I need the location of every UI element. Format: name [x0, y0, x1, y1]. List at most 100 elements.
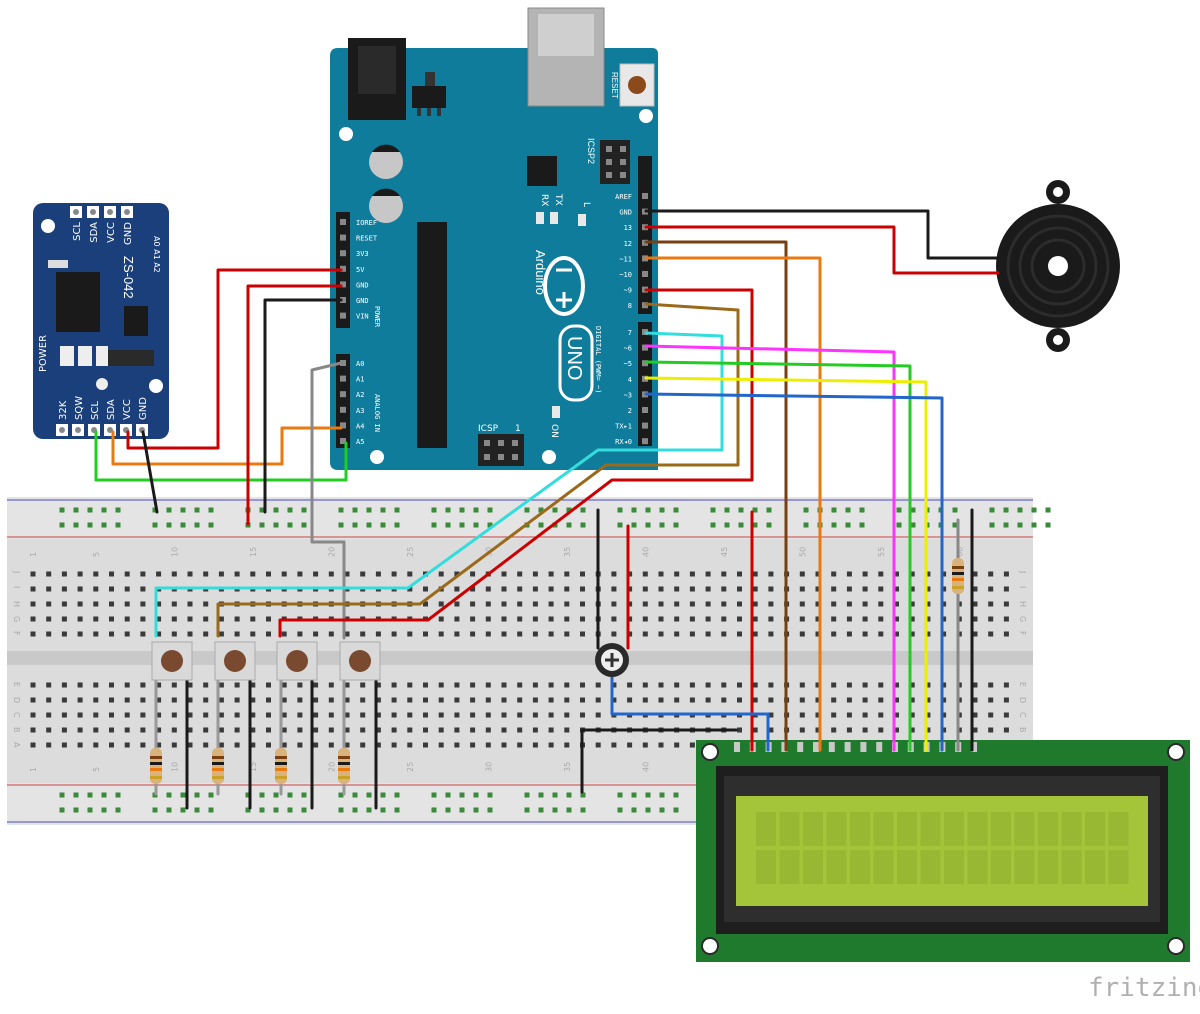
rail-hole [245, 807, 251, 813]
mounting-hole [370, 450, 384, 464]
breadboard-hole [391, 712, 397, 718]
breadboard-hole [925, 631, 931, 637]
breadboard-hole [721, 586, 727, 592]
rail-hole [538, 792, 544, 798]
breadboard-hole [297, 742, 303, 748]
breadboard-hole [344, 631, 350, 637]
breadboard-hole [423, 742, 428, 748]
rail-hole [645, 507, 651, 513]
rail-hole [301, 522, 307, 528]
breadboard-hole [862, 616, 868, 622]
capacitor-mark [372, 188, 400, 196]
rail-hole [1017, 507, 1023, 513]
breadboard-hole [517, 697, 523, 703]
breadboard-hole [438, 616, 444, 622]
breadboard-hole [266, 697, 271, 703]
rail-hole [101, 522, 107, 528]
rail-hole [617, 522, 623, 528]
rail-hole [287, 792, 293, 798]
rail-hole [552, 507, 558, 513]
wire-a0-gray [310, 361, 346, 640]
breadboard-hole [61, 712, 67, 718]
breadboard-hole [391, 742, 397, 748]
rail-hole [380, 507, 386, 513]
rail-hole [487, 522, 493, 528]
buzzer-ring [1030, 238, 1086, 294]
breadboard-hole [846, 697, 852, 703]
lcd-cell [1108, 812, 1129, 846]
header-pin [642, 407, 648, 413]
breadboard-hole [548, 631, 554, 637]
breadboard-hole [187, 571, 193, 577]
breadboard-hole [941, 727, 947, 733]
column-number-bottom: 1 [29, 767, 38, 772]
breadboard-parts [150, 558, 964, 784]
breadboard-hole [156, 682, 162, 688]
breadboard-hole [894, 631, 899, 637]
rail-hole [738, 507, 744, 513]
wire-d3-blue [644, 392, 944, 752]
rail-hole [366, 792, 372, 798]
rail-hole [366, 522, 372, 528]
wire-d8-tan [216, 302, 740, 638]
breadboard-hole [627, 697, 633, 703]
breadboard-hole [454, 742, 460, 748]
rail-hole [380, 807, 386, 813]
buzzer-mount-hole-bottom [1053, 335, 1063, 345]
breadboard-hole [438, 631, 444, 637]
icsp-pin [512, 454, 518, 460]
breadboard-hole [297, 571, 303, 577]
breadboard-hole [752, 631, 758, 637]
led-tx [550, 212, 558, 224]
breadboard-hole [799, 571, 805, 577]
icsp2-pin [620, 172, 626, 178]
breadboard-hole [532, 697, 538, 703]
breadboard-hole [187, 631, 193, 637]
resistor-band [150, 768, 162, 771]
rail-hole [101, 507, 107, 513]
breadboard-hole [815, 601, 821, 607]
breadboard-hole [77, 682, 83, 688]
breadboard-hole [313, 742, 319, 748]
rtc-bottom-pin-label: VCC [122, 399, 133, 420]
header-pin [340, 312, 346, 319]
row-letter: J [1018, 570, 1027, 573]
resistor-band [275, 756, 287, 759]
icsp-header [478, 434, 524, 466]
led-rx [536, 212, 544, 224]
rtc-bottom-pin-label: GND [138, 397, 149, 420]
breadboard-hole [46, 631, 52, 637]
breadboard-hole [972, 697, 978, 703]
breadboard-hole [831, 727, 837, 733]
rail-hole [394, 792, 400, 798]
icsp2-pin [606, 159, 612, 165]
breadboard-hole [548, 697, 554, 703]
breadboard-hole [878, 727, 884, 733]
rail-hole [566, 507, 572, 513]
row-letter: F [12, 631, 21, 636]
breadboard-hole [61, 697, 67, 703]
breadboard-hole [485, 586, 491, 592]
rtc-power-label: POWER [38, 335, 49, 372]
rail-hole [631, 807, 637, 813]
rail-hole [166, 507, 172, 513]
breadboard-hole [752, 586, 758, 592]
breadboard-hole [799, 712, 805, 718]
breadboard-hole [485, 616, 491, 622]
rail-hole [152, 522, 158, 528]
rtc-bottom-pin [107, 427, 113, 433]
breadboard-hole [391, 571, 397, 577]
rail-hole [580, 507, 586, 513]
breadboard-hole [454, 586, 460, 592]
breadboard-hole [30, 571, 36, 577]
rail-hole [473, 807, 479, 813]
breadboard-hole [1003, 571, 1009, 577]
wire-d13-buzzer-red [644, 225, 1000, 275]
rail-hole [366, 507, 372, 513]
breadboard-hole [234, 682, 240, 688]
breadboard-hole [501, 571, 507, 577]
rail-hole [87, 507, 93, 513]
breadboard-hole [846, 571, 852, 577]
breadboard-hole [391, 727, 397, 733]
